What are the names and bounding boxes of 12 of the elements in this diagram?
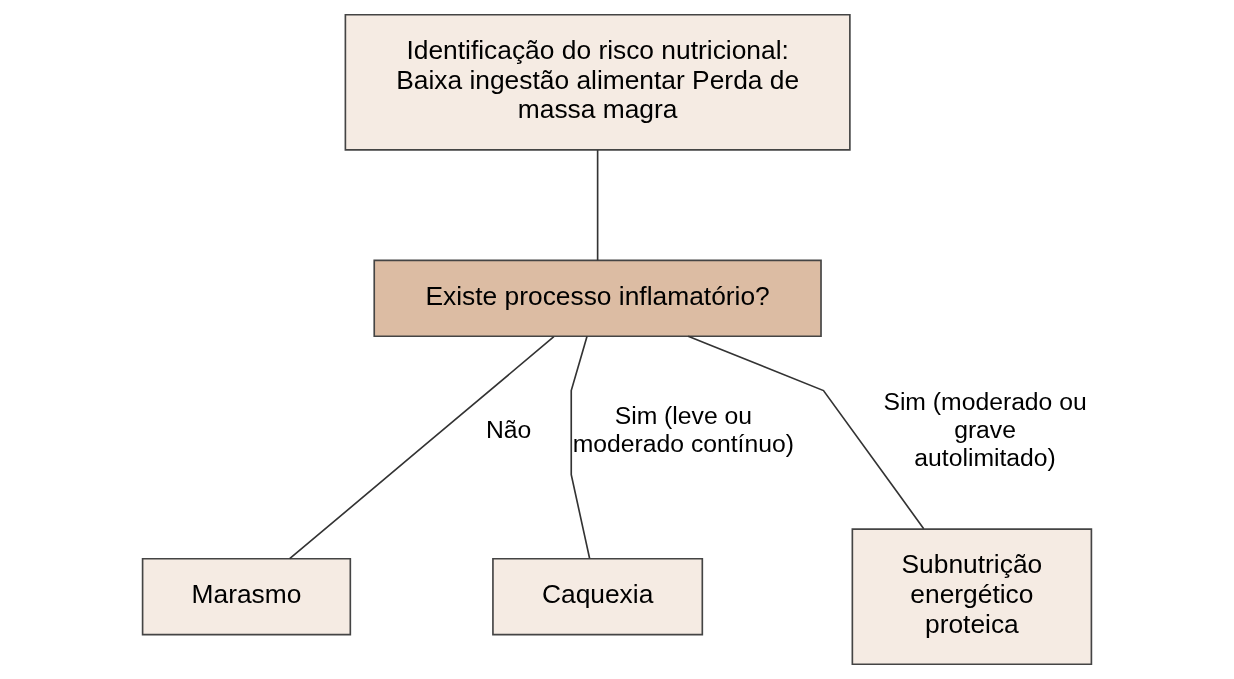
connector <box>596 149 599 262</box>
edge-label: Sim (leve ou moderado contínuo) <box>572 402 794 458</box>
connector <box>570 335 591 560</box>
connector <box>687 335 925 530</box>
edge-label: Não <box>485 416 532 444</box>
node-box: Marasmo <box>141 557 352 636</box>
connector <box>288 335 555 560</box>
node-box: Identificação do risco nutricional: Baixa ingestão alimentar Perda de massa magra <box>344 13 851 151</box>
node-box: Existe processo inflamatório? <box>373 259 822 338</box>
edge-label: Sim (moderado ou grave autolimitado) <box>883 388 1087 472</box>
node-box: Caquexia <box>492 557 704 636</box>
node-box: Subnutrição energético proteica <box>851 528 1093 666</box>
